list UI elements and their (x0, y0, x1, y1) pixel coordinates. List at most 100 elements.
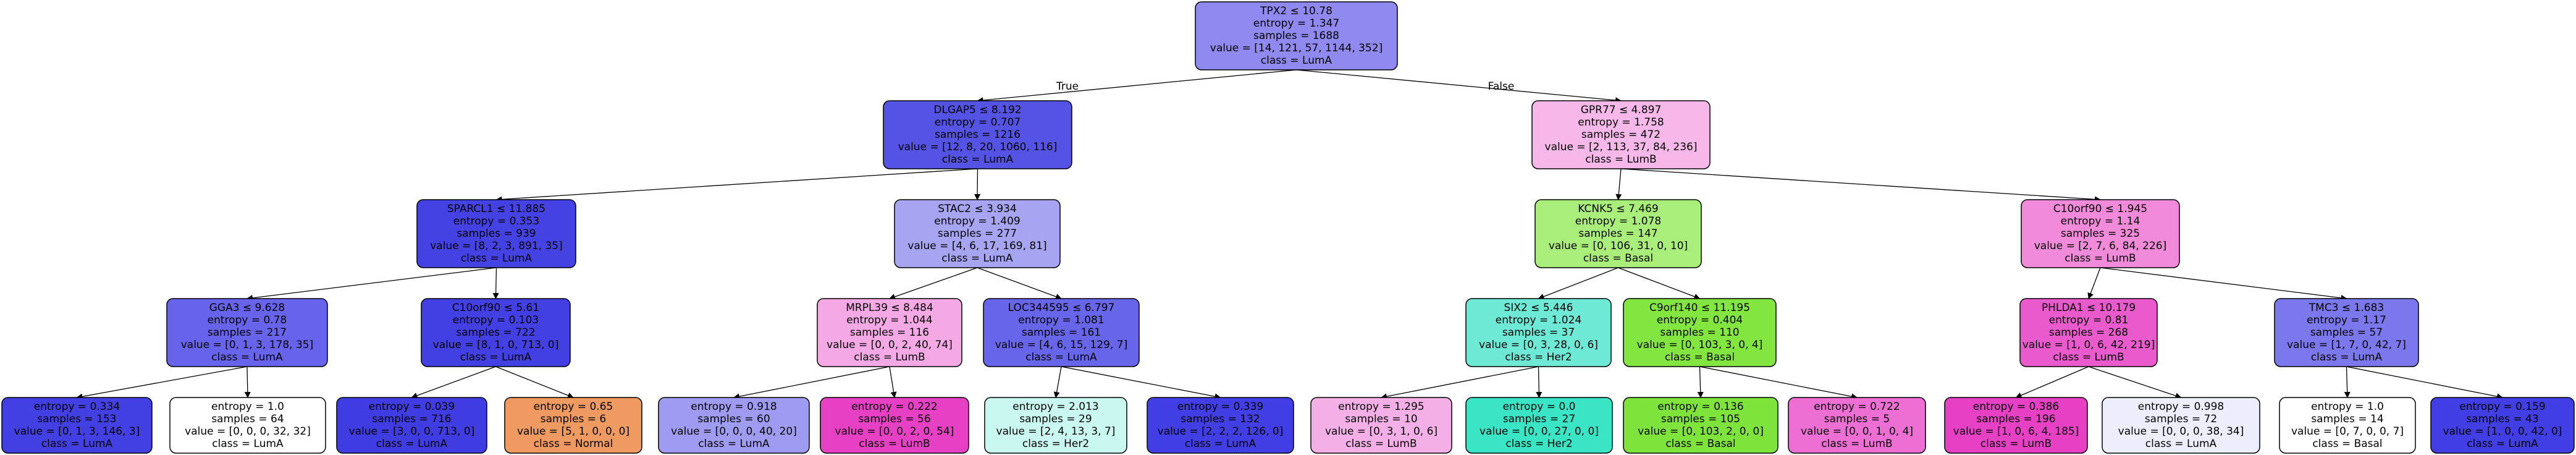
node-text-line: value = [0, 0, 2, 40, 74] (827, 339, 953, 351)
node-text-line: GPR77 ≤ 4.897 (1581, 104, 1662, 116)
node-text-line: class = LumA (211, 351, 283, 364)
node-text-line: class = LumA (941, 252, 1013, 265)
node-text-line: samples = 56 (858, 413, 930, 425)
node-box (1195, 1, 1398, 70)
node-text-line: entropy = 1.024 (1496, 314, 1582, 326)
node-text-line: samples = 722 (456, 326, 535, 339)
node-text-line: value = [0, 0, 1, 0, 4] (1801, 425, 1913, 438)
edge-n12-n25 (1697, 366, 1704, 398)
node-box (820, 397, 969, 454)
node-text-line: samples = 147 (1578, 228, 1657, 240)
node-text-line: entropy = 0.103 (453, 314, 539, 326)
node-box (1788, 397, 1926, 454)
node-box (2021, 199, 2180, 268)
node-text-line: value = [1, 0, 6, 4, 185] (1953, 425, 2079, 438)
node-text-line: entropy = 0.0 (1503, 401, 1576, 413)
edge-n0-n2 (1296, 69, 1622, 104)
node-text-line: samples = 10 (1345, 413, 1417, 425)
node-text-line: value = [0, 3, 28, 0, 6] (1479, 339, 1598, 351)
node-text-line: class = Normal (534, 438, 613, 450)
node-text-line: SPARCL1 ≤ 11.885 (447, 203, 545, 215)
node-text-line: SIX2 ≤ 5.446 (1504, 302, 1573, 314)
node-box (1, 397, 153, 454)
node-text-line: entropy = 1.14 (2061, 215, 2140, 228)
node-text-line: value = [0, 0, 0, 32, 32] (185, 425, 311, 438)
node-box (1465, 298, 1612, 367)
node-text-line: samples = 43 (2466, 413, 2538, 425)
node-box (2430, 397, 2575, 454)
node-text-line: samples = 14 (2311, 413, 2383, 425)
node-text-line: value = [12, 8, 20, 1060, 116] (898, 141, 1058, 153)
node-text-line: class = LumA (2145, 438, 2217, 450)
edge-n6-n13 (2087, 267, 2101, 299)
node-text-line: value = [5, 1, 0, 0, 0] (517, 425, 629, 438)
node-text-line: value = [1, 7, 0, 42, 7] (2287, 339, 2406, 351)
node-text-line: entropy = 0.222 (851, 401, 938, 413)
node-box (2102, 397, 2260, 454)
node-text-line: KCNK5 ≤ 7.469 (1578, 203, 1659, 215)
node-box (1465, 397, 1613, 454)
edge-n8-n17 (411, 366, 496, 399)
node-text-line: C10orf90 ≤ 1.945 (2053, 203, 2147, 215)
node-text-line: samples = 105 (1661, 413, 1740, 425)
node-text-line: value = [2, 2, 2, 126, 0] (1158, 425, 1284, 438)
node-box (983, 298, 1140, 367)
node-text-line: samples = 116 (850, 326, 929, 339)
node-text-line: entropy = 0.918 (691, 401, 777, 413)
node-text-line: C9orf140 ≤ 11.195 (1649, 302, 1750, 314)
node-text-line: samples = 37 (1502, 326, 1575, 339)
node-text-line: class = Basal (2312, 438, 2382, 450)
node-text-line: entropy = 2.013 (1012, 401, 1099, 413)
node-box (658, 397, 810, 454)
node-text-line: samples = 60 (697, 413, 770, 425)
node-text-line: entropy = 1.758 (1578, 116, 1664, 129)
edge-n14-n30 (2346, 366, 2503, 400)
node-text-line: value = [0, 1, 3, 178, 35] (181, 339, 314, 351)
node-text-line: samples = 27 (1503, 413, 1575, 425)
node-text-line: class = LumA (1185, 438, 1256, 450)
node-text-line: class = LumA (1025, 351, 1097, 364)
node-text-line: samples = 196 (1976, 413, 2055, 425)
node-text-line: entropy = 1.347 (1253, 17, 1340, 30)
node-text-line: class = LumA (212, 438, 284, 450)
node-text-line: entropy = 1.295 (1338, 401, 1425, 413)
node-text-line: value = [0, 1, 3, 146, 3] (14, 425, 140, 438)
node-text-line: C10orf90 ≤ 5.61 (452, 302, 539, 314)
node-text-line: class = Basal (1665, 438, 1735, 450)
node-text-line: value = [0, 103, 2, 0, 0] (1638, 425, 1764, 438)
edge-n12-n26 (1699, 366, 1858, 400)
node-box (336, 397, 487, 454)
edge-n10-n22 (1061, 366, 1221, 400)
node-text-line: samples = 716 (372, 413, 451, 425)
node-text-line: samples = 1688 (1253, 30, 1339, 42)
node-text-line: value = [2, 4, 13, 3, 7] (996, 425, 1116, 438)
edges-layer (76, 69, 2503, 400)
node-text-line: value = [8, 2, 3, 891, 35] (430, 240, 563, 252)
node-box (1534, 199, 1702, 268)
node-text-line: DLGAP5 ≤ 8.192 (933, 104, 1021, 116)
node-text-line: class = LumA (1261, 54, 1332, 67)
node-text-line: GGA3 ≤ 9.628 (209, 302, 285, 314)
node-text-line: value = [0, 7, 0, 0, 7] (2291, 425, 2404, 438)
node-text-line: samples = 153 (37, 413, 116, 425)
node-box (2274, 298, 2419, 367)
node-text-line: value = [0, 0, 0, 40, 20] (671, 425, 797, 438)
edge-n1-n3 (495, 168, 978, 203)
node-text-line: entropy = 0.159 (2459, 401, 2546, 413)
node-text-line: value = [0, 0, 27, 0, 0] (1480, 425, 1599, 438)
edge-n2-n5 (1615, 168, 1622, 200)
node-text-line: entropy = 1.17 (2307, 314, 2386, 326)
node-text-line: entropy = 0.334 (34, 401, 120, 413)
